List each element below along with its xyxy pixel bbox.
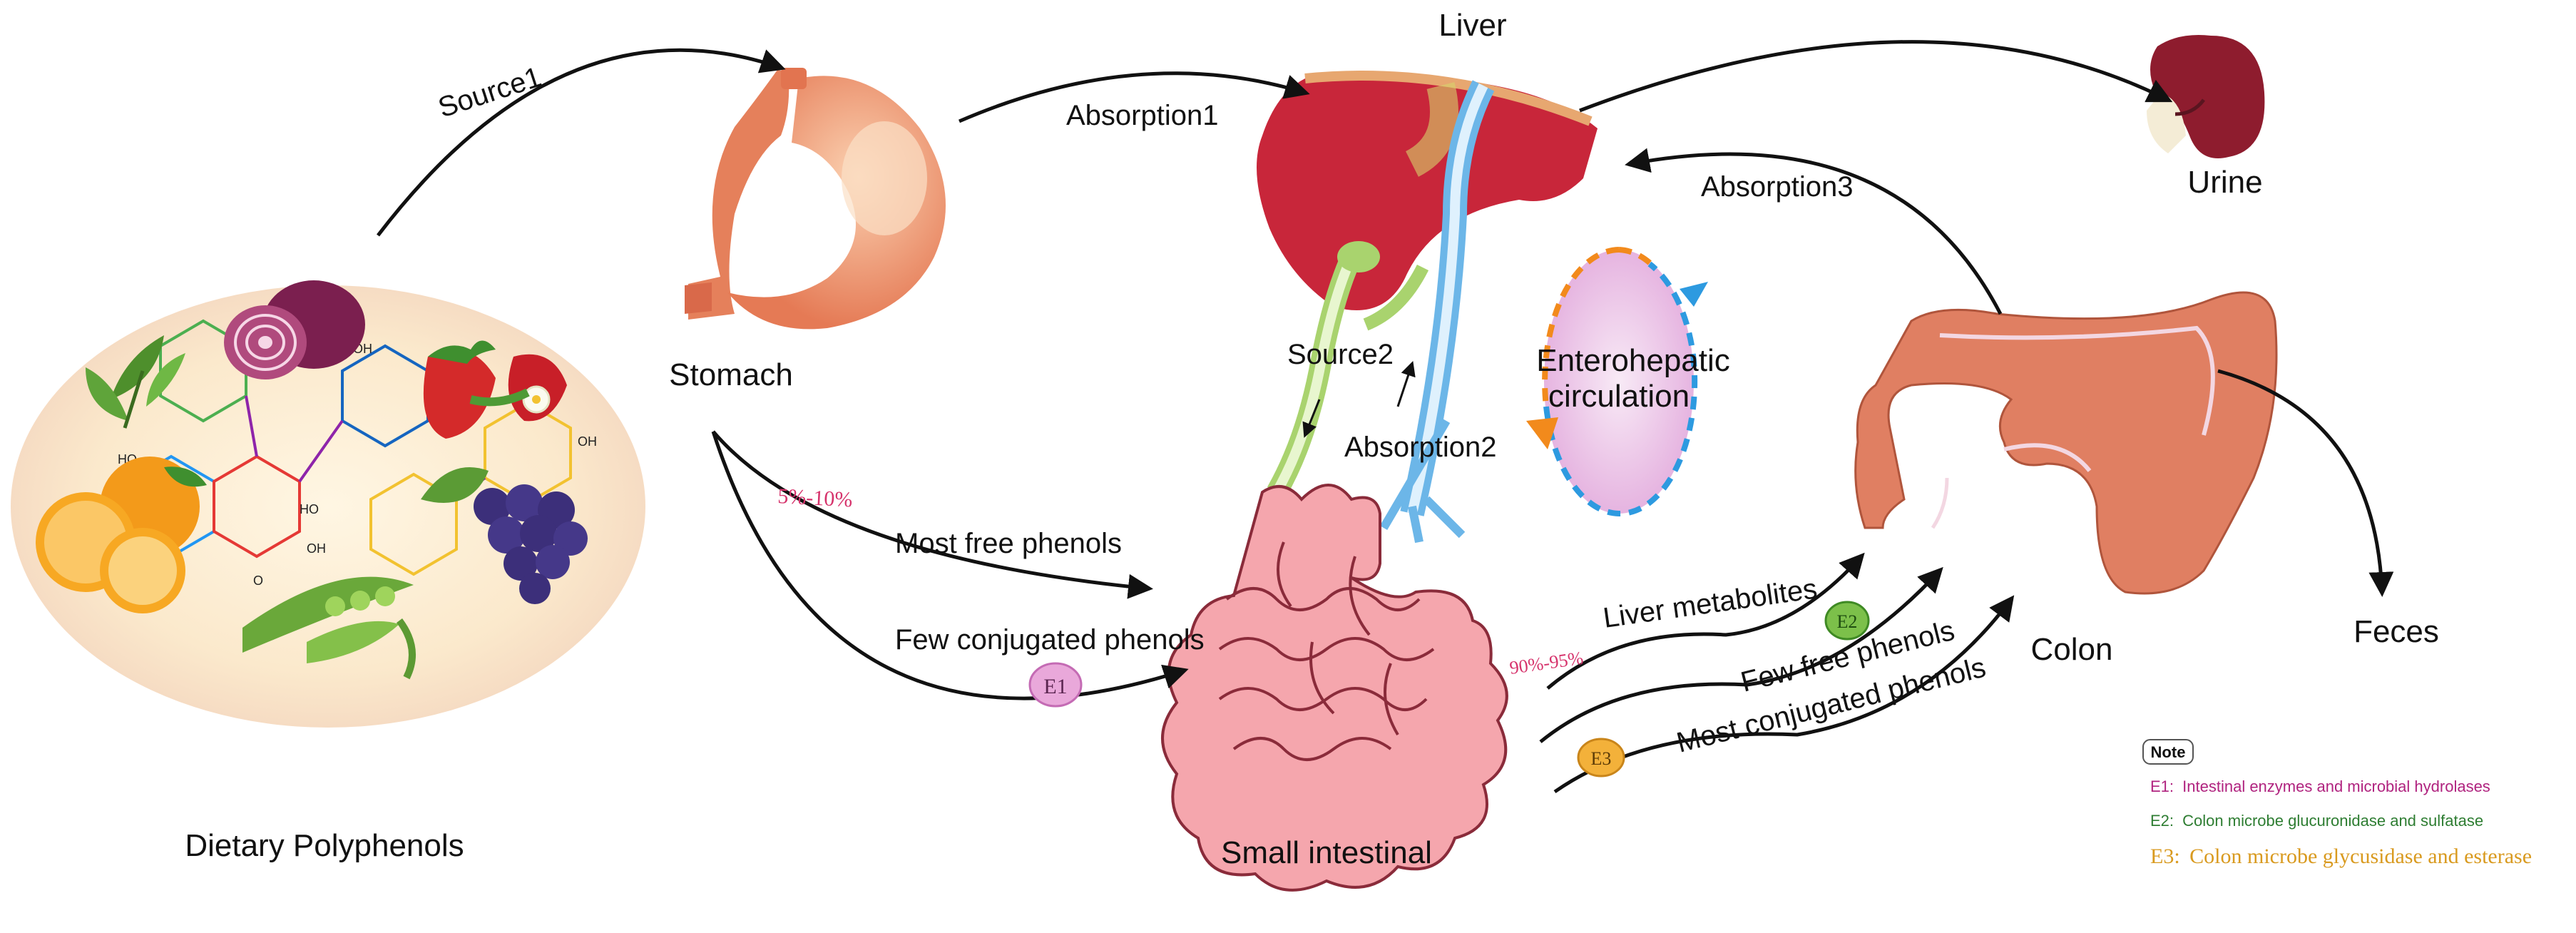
- absorption2-label: Absorption2: [1344, 432, 1496, 463]
- feces-label: Feces: [2353, 614, 2439, 649]
- note-title: Note: [2151, 743, 2186, 761]
- strawberry-image: [423, 340, 567, 439]
- enterohepatic-circulation: Enterohepatic circulation: [1526, 247, 1730, 517]
- molecule-oh-3: OH: [307, 541, 326, 556]
- arrow-absorption1: [959, 71, 1310, 123]
- svg-text:E3: E3: [1591, 748, 1612, 769]
- absorption3-label: Absorption3: [1701, 171, 1853, 203]
- onion-image: [224, 280, 365, 379]
- note-title-box: [2142, 739, 2194, 765]
- colon-image: [1854, 291, 2278, 595]
- absorption1-label: Absorption1: [1066, 100, 1218, 131]
- enzyme-badge-e3: E3: [1577, 738, 1625, 778]
- dietary-polyphenols-label: Dietary Polyphenols: [185, 828, 464, 863]
- arrow-colon-to-feces: [2217, 369, 2394, 597]
- note-e1: E1: Intestinal enzymes and microbial hyd…: [2150, 778, 2490, 795]
- svg-text:E2: E2: [1837, 611, 1858, 632]
- percent-90-95-label: 90%-95%: [1508, 648, 1585, 678]
- molecule-ho-2: HO: [300, 502, 319, 516]
- note-legend: Note E1: Intestinal enzymes and microbia…: [2142, 739, 2532, 868]
- pea-pod-image: [242, 576, 416, 680]
- few-conjugated-phenols-label: Few conjugated phenols: [895, 624, 1205, 656]
- molecule-oh-4: OH: [578, 434, 597, 449]
- enterohepatic-label-line2: circulation: [1548, 379, 1690, 414]
- arrow-absorption2: [1396, 361, 1416, 407]
- dietary-polyphenols-illustration: OH OH HO HO OH HO OH O: [11, 280, 645, 728]
- enterohepatic-label-line1: Enterohepatic: [1536, 343, 1730, 378]
- liver-label: Liver: [1438, 8, 1506, 43]
- source1-label: Source1: [434, 61, 545, 124]
- tea-leaf-image: [86, 335, 185, 429]
- arrow-most-free-phenols: [712, 430, 1153, 599]
- colon-label: Colon: [2031, 632, 2113, 667]
- enzyme-badge-e2: E2: [1824, 601, 1870, 641]
- kidney-image: [2147, 35, 2265, 158]
- arrow-source1: [377, 48, 786, 237]
- enzyme-badge-e1: E1: [1028, 662, 1083, 708]
- source2-label: Source2: [1287, 339, 1394, 370]
- liver-metabolites-label: Liver metabolites: [1601, 573, 1819, 634]
- arrow-liver-metabolites: [1546, 552, 1865, 690]
- small-intestinal-label: Small intestinal: [1221, 835, 1432, 870]
- molecule-o: O: [253, 573, 263, 588]
- liver-image: [1257, 71, 1598, 544]
- orange-image: [36, 457, 207, 613]
- note-e3: E3: Colon microbe glycusidase and estera…: [2150, 845, 2532, 868]
- arrow-source2: [1302, 399, 1321, 438]
- arrow-absorption3: [1625, 148, 2003, 315]
- arrow-liver-to-urine: [1579, 40, 2173, 113]
- flow-arrows: [377, 40, 2394, 794]
- small-intestine-image: [1161, 484, 1508, 892]
- svg-text:E1: E1: [1043, 675, 1067, 698]
- most-free-phenols-label: Most free phenols: [895, 528, 1122, 559]
- note-e2: E2: Colon microbe glucuronidase and sulf…: [2150, 812, 2483, 830]
- grape-image: [421, 467, 588, 604]
- arrow-few-free-phenols: [1539, 566, 1943, 743]
- percent-5-10-label: 5%-10%: [777, 484, 854, 511]
- arrow-few-conjugated-phenols: [711, 431, 1189, 700]
- stomach-image: [685, 68, 946, 330]
- urine-label: Urine: [2187, 165, 2262, 200]
- stomach-label: Stomach: [669, 357, 793, 392]
